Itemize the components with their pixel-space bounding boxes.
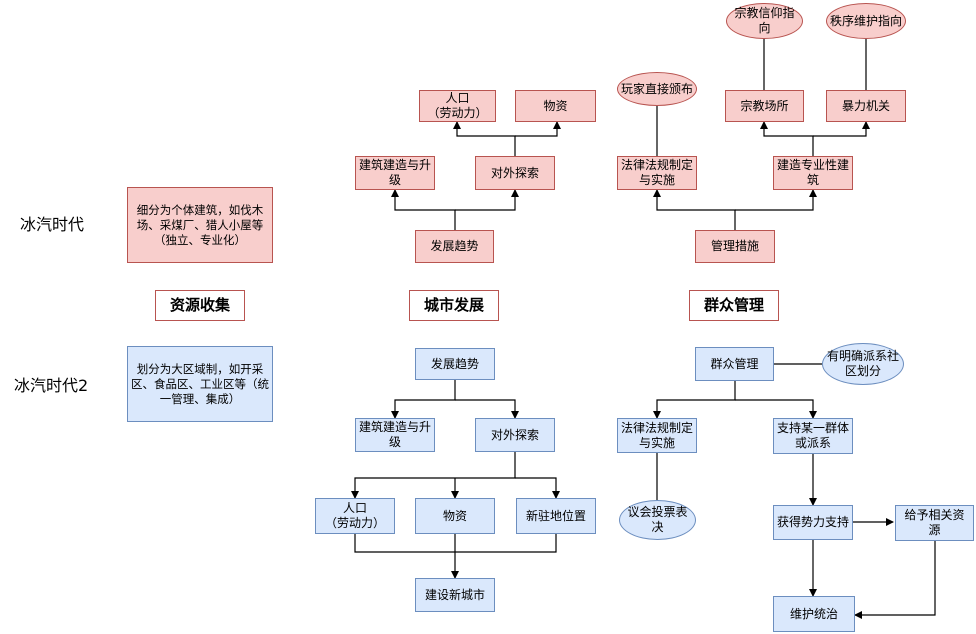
node-religious-guide: 宗教信仰指向 xyxy=(726,3,803,39)
node-dev-trend-era1: 发展趋势 xyxy=(415,230,494,263)
node-material-era1: 物资 xyxy=(515,90,596,122)
era-label-1: 冰汽时代 xyxy=(20,215,85,234)
node-explore-era2: 对外探索 xyxy=(475,418,555,452)
node-build-upgrade-era2: 建筑建造与升级 xyxy=(355,418,435,452)
node-council-vote: 议会投票表决 xyxy=(619,500,696,540)
node-support-group: 支持某一群体或派系 xyxy=(773,418,853,454)
node-clear-factions: 有明确派系社区划分 xyxy=(822,343,904,385)
node-new-outpost: 新驻地位置 xyxy=(516,498,596,534)
node-religious-site: 宗教场所 xyxy=(725,90,804,122)
resource-description-era1: 细分为个体建筑，如伐木场、采煤厂、猎人小屋等（独立、专业化） xyxy=(127,187,273,263)
node-population-era1: 人口 （劳动力） xyxy=(419,90,496,122)
node-mgmt-measures: 管理措施 xyxy=(695,230,775,263)
node-order-guide: 秩序维护指向 xyxy=(826,3,906,39)
node-maintain-rule: 维护统治 xyxy=(773,596,855,632)
node-violence-organ: 暴力机关 xyxy=(826,90,906,122)
node-dev-trend-era2: 发展趋势 xyxy=(415,348,495,380)
node-law-era1: 法律法规制定与实施 xyxy=(617,156,697,190)
era-label-2: 冰汽时代2 xyxy=(14,376,89,395)
node-build-upgrade-era1: 建筑建造与升级 xyxy=(355,156,435,190)
node-special-building: 建造专业性建筑 xyxy=(773,156,853,190)
node-gain-support: 获得势力支持 xyxy=(773,505,853,540)
node-material-era2: 物资 xyxy=(415,498,495,534)
header-resources: 资源收集 xyxy=(155,290,245,321)
node-law-era2: 法律法规制定与实施 xyxy=(617,418,697,453)
node-crowd-mgmt-era2: 群众管理 xyxy=(695,347,774,381)
node-player-decree: 玩家直接颁布 xyxy=(617,72,697,106)
header-city: 城市发展 xyxy=(409,290,499,321)
node-new-city: 建设新城市 xyxy=(415,578,495,612)
resource-description-era2: 划分为大区域制，如开采区、食品区、工业区等（统一管理、集成） xyxy=(127,346,273,422)
node-population-era2: 人口 （劳动力） xyxy=(315,498,395,534)
node-explore-era1: 对外探索 xyxy=(475,156,555,190)
node-grant-resources: 给予相关资源 xyxy=(895,505,974,541)
header-crowd: 群众管理 xyxy=(689,290,779,321)
